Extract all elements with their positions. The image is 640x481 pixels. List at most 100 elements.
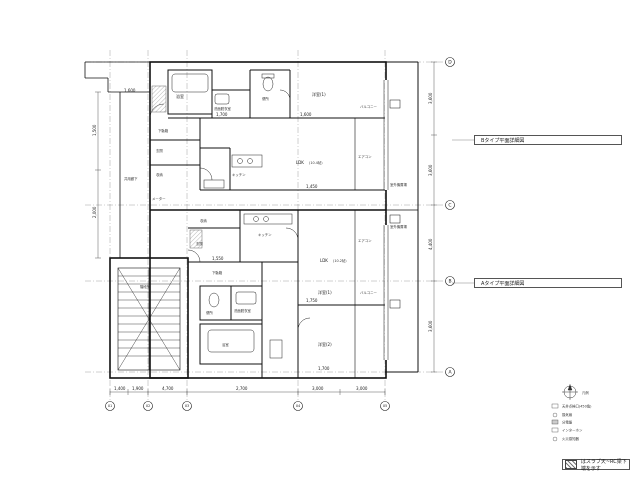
label-aircon-b: エアコン [358, 154, 372, 159]
room-ldk-a-area: (10.2帖) [333, 258, 347, 263]
legend-item-5: 火災感知器 [562, 436, 580, 441]
north-compass-icon [562, 384, 578, 400]
note-leaders [452, 139, 474, 284]
grid-bubble-x1 [105, 401, 115, 411]
room-toilet-b: 便所 [262, 96, 269, 101]
room-balcony-a: バルコニー [360, 291, 377, 295]
room-kitchen-b: キッチン [232, 172, 246, 177]
hatch-swatch [565, 460, 577, 469]
grid-labels-bottom: X1 X2 X3 X4 X5 [108, 404, 387, 408]
label-meter: メーター [152, 196, 166, 201]
grid-label-x4: X4 [296, 404, 300, 408]
dim-inner-b-2: 1,600 [300, 112, 312, 117]
grid-bubble-a [445, 367, 455, 377]
room-kitchen-a: キッチン [258, 232, 272, 237]
dim-right-3: 4,400 [428, 238, 433, 250]
grid-bubble-d [445, 57, 455, 67]
dim-bottom-4: 2,700 [236, 386, 248, 391]
hatched-slab-area-2 [189, 229, 203, 249]
grid-bubble-x4 [293, 401, 303, 411]
grid-label-x2: X2 [146, 404, 150, 408]
grid-bubble-x3 [182, 401, 192, 411]
dim-left-1: 1,500 [92, 124, 97, 136]
grid-bubble-b [445, 276, 455, 286]
dim-inner-b-3: 1,450 [306, 184, 318, 189]
room-closet-b: 収納 [156, 172, 163, 177]
hatched-slab-area [151, 85, 167, 113]
dim-top-1: 1,600 [124, 88, 136, 93]
room-entrance-a: 玄関 [196, 241, 203, 246]
grid-bubble-x5 [380, 401, 390, 411]
dim-inner-a-1: 1,550 [212, 256, 224, 261]
dim-bottom-1: 1,400 [114, 386, 126, 391]
room-washroom-b: 洗面脱衣室 [214, 106, 232, 111]
grid-bubble-c [445, 200, 455, 210]
room-washroom-a: 洗面脱衣室 [234, 308, 252, 313]
stair-core [109, 257, 189, 379]
dim-inner-b-1: 1,700 [216, 112, 228, 117]
dim-inner-a-2: 1,750 [306, 298, 318, 303]
label-outdoor-unit-b: 室外機置場 [390, 182, 408, 187]
legend-item-2: 換気扇 [562, 412, 573, 417]
label-outdoor-unit-a: 室外機置場 [390, 224, 408, 229]
balcony-windows [383, 80, 401, 360]
grid-bubble-x2 [143, 401, 153, 411]
unit-a-fixtures [187, 213, 311, 359]
room-toilet-a: 便所 [206, 310, 213, 315]
label-aircon-a: エアコン [358, 238, 372, 243]
dim-inner-a-3: 1,700 [318, 366, 330, 371]
unit-b-walls [150, 69, 386, 191]
room-corridor: 共用廊下 [124, 176, 138, 181]
room-labels: 浴室 洗面脱衣室 便所 洋室(1) 玄関 収納 キッチン LDK (10.4帖)… [124, 91, 408, 347]
note-type-b-detail: Bタイプ平面詳細図 [474, 135, 622, 145]
grid-label-x5: X5 [383, 404, 387, 408]
grid-label-x1: X1 [108, 404, 112, 408]
room-ldk-b: LDK [296, 160, 304, 165]
note-hatch-text: はスラブ天~RC梁下端を示す [580, 458, 627, 472]
legend: 凡例 天井点検口(450角) 換気扇 分電盤 インターホン 火災感知器 [551, 384, 592, 442]
unit-a-walls [187, 210, 386, 378]
legend-item-3: 分電盤 [562, 420, 573, 425]
legend-symbols [551, 403, 559, 442]
room-western-a2: 洋室(2) [318, 341, 332, 347]
dimension-labels: 1,400 1,900 4,700 2,700 3,000 3,000 3,60… [92, 88, 433, 391]
room-closet-a: 収納 [200, 218, 207, 223]
dim-right-2: 3,600 [428, 164, 433, 176]
room-western-a1: 洋室(1) [318, 289, 332, 295]
dim-bottom-5: 3,000 [312, 386, 324, 391]
note-hatch-legend: はスラブ天~RC梁下端を示す [562, 458, 630, 472]
grid-labels-right: D C B A [448, 60, 452, 376]
dim-right-1: 3,600 [428, 92, 433, 104]
dimension-lines [95, 61, 437, 395]
room-balcony-b: バルコニー [360, 105, 377, 109]
legend-item-4: インターホン [562, 428, 583, 433]
room-ldk-a: LDK [320, 258, 328, 263]
label-shoe-a: 下駄箱 [212, 270, 223, 275]
note-type-a-text: Aタイプ平面詳細図 [481, 280, 525, 287]
grid-label-b: B [448, 279, 451, 285]
grid-label-a: A [448, 370, 452, 376]
note-type-a-detail: Aタイプ平面詳細図 [474, 278, 622, 288]
grid-label-d: D [448, 60, 452, 66]
room-entrance-b: 玄関 [156, 148, 163, 153]
building-outline [84, 61, 419, 379]
unit-b-fixtures [149, 73, 291, 189]
note-type-b-text: Bタイプ平面詳細図 [481, 137, 525, 144]
room-bath-b: 浴室 [176, 93, 184, 99]
label-shoe-b: 下駄箱 [158, 128, 169, 133]
grid-bubbles-right [445, 57, 455, 377]
room-ldk-b-area: (10.4帖) [309, 160, 323, 165]
legend-item-1: 天井点検口(450角) [562, 404, 592, 409]
dim-bottom-2: 1,900 [132, 386, 144, 391]
dim-right-4: 3,600 [428, 320, 433, 332]
dim-left-2: 2,000 [92, 206, 97, 218]
grid-label-c: C [448, 203, 451, 209]
room-stair: 階段室 [140, 284, 151, 289]
grid-label-x3: X3 [185, 404, 189, 408]
room-western-b1: 洋室(1) [312, 91, 326, 97]
grid-bubbles-bottom [105, 401, 390, 411]
room-bath-a: 浴室 [222, 342, 229, 347]
legend-title: 凡例 [582, 390, 589, 395]
dim-bottom-6: 3,000 [356, 386, 368, 391]
